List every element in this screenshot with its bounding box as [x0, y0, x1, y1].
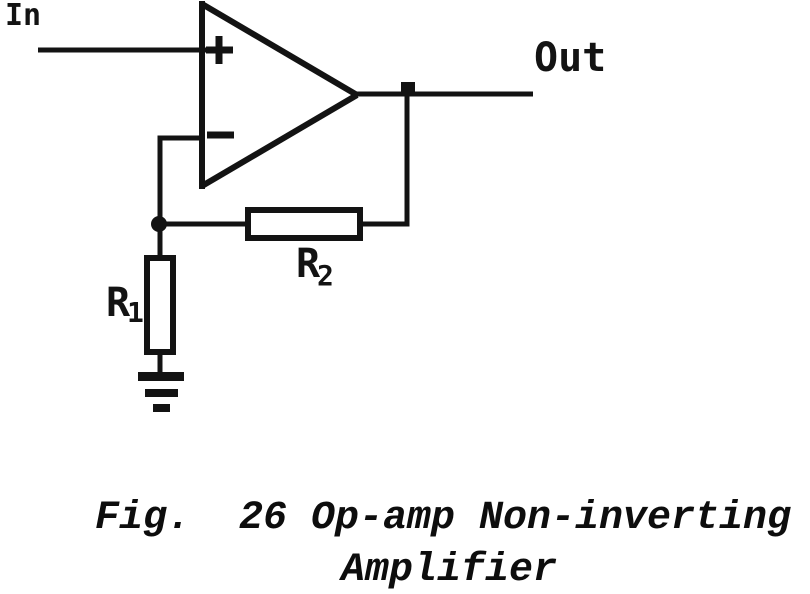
figure-caption: Fig. 26 Op-amp Non-inverting Amplifier [95, 496, 791, 593]
junction-dot [401, 82, 415, 96]
feedback-right-wire [360, 94, 410, 227]
resistor-r2-body [245, 207, 363, 241]
r1-label: R 1 [106, 280, 144, 329]
opamp-triangle [199, 1, 359, 189]
output-label: Out [534, 35, 606, 81]
caption-line-2: Amplifier [338, 548, 557, 593]
plus-icon [206, 36, 233, 64]
r1-label-base: R [106, 280, 131, 326]
r2-label-subscript: 2 [317, 259, 334, 292]
caption-line-1: Fig. 26 Op-amp Non-inverting [95, 496, 791, 541]
r2-label: R 2 [296, 241, 334, 292]
ground-icon [138, 372, 184, 412]
opamp-bottom-edge [200, 92, 359, 189]
input-label: In [5, 0, 41, 33]
opamp-top-edge [200, 1, 359, 98]
inverting-input-wire [157, 135, 203, 224]
r2-label-base: R [296, 241, 321, 287]
r1-label-subscript: 1 [127, 296, 144, 329]
junction-dot [151, 216, 167, 232]
resistor-r1-body [144, 255, 176, 355]
